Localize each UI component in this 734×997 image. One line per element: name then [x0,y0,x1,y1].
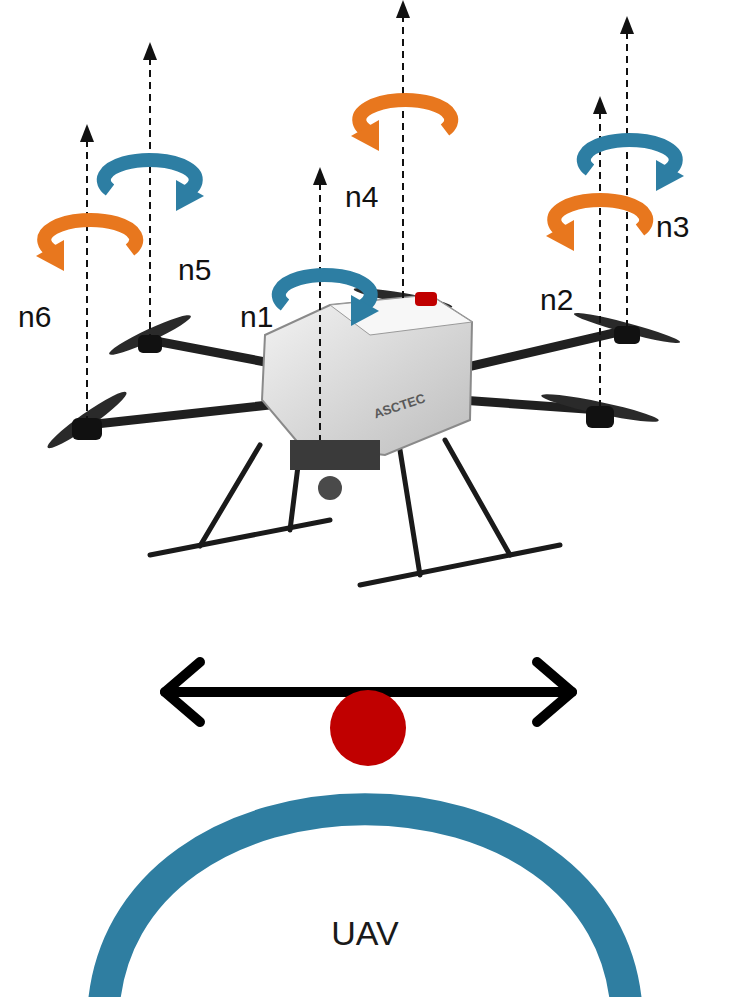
uav-arc: UAV [85,770,645,997]
rotor-speed-label: n4 [345,182,378,212]
landing-gear [150,440,560,585]
rotor-speed-label: n2 [540,285,573,315]
body-shell [262,292,472,500]
rotor-speed-label: n3 [656,212,689,242]
rotation-arrows [36,100,684,326]
rotor-speed-label: n5 [178,255,211,285]
rotor-axes [87,15,627,440]
ball [330,690,406,766]
arc-outline [85,770,645,997]
node-label: UAV [85,915,645,952]
rotor-speed-label: n1 [240,302,273,332]
rotor-speed-label: n6 [18,302,51,332]
